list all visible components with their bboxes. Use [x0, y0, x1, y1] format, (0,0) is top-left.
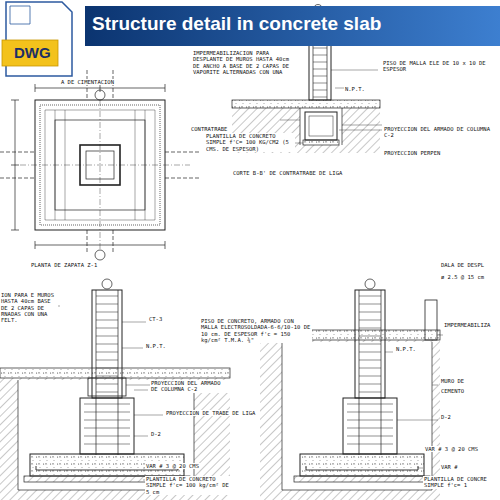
note-text: VAR # 3 @ 20 CMS [424, 446, 479, 452]
stirrup [359, 392, 381, 393]
stirrup [359, 376, 381, 377]
note-text: PROYECCION DE TRABE DE LIGA [165, 410, 256, 416]
note-text: PLANTILLA DE CONCRE SIMPLE f'c= 1 [423, 476, 497, 489]
note-text: A DE CIMENTACION [60, 79, 115, 85]
note-text: N.P.T. [145, 343, 167, 349]
stirrup [84, 412, 130, 413]
stirrup [359, 336, 381, 337]
stirrup [347, 420, 393, 421]
note-text: CORTE B-B' DE CONTRATRABE DE LIGA [232, 170, 343, 176]
note-text: IMPERMEABILIZA [443, 322, 491, 328]
stirrup [313, 97, 327, 98]
note-text: MURO DE [440, 378, 465, 384]
note-text: PLANTILLA DE CONCRETO SIMPLE f'c= 100 kg… [145, 476, 231, 495]
note-text: DALA DE DESPL [440, 262, 485, 268]
stirrup [84, 444, 130, 445]
stirrup [96, 328, 118, 329]
note-text: N.P.T. [344, 86, 366, 92]
stirrup [96, 296, 118, 297]
stirrup [84, 436, 130, 437]
note-text: D-2 [150, 431, 162, 437]
stirrup [96, 368, 118, 369]
stirrup [313, 90, 327, 91]
stirrup [359, 368, 381, 369]
stirrup [313, 48, 327, 49]
stirrup [347, 444, 393, 445]
stirrup [313, 62, 327, 63]
stirrup [359, 344, 381, 345]
note-text: ION PARA E MUROS HASTA 40cm BASE DE 2 CA… [0, 292, 58, 324]
note-text: ø 2.5 @ 15 cm [440, 274, 485, 280]
note-text: D-2 [440, 414, 452, 420]
note-text: CT-3 [148, 316, 163, 322]
stirrup [347, 428, 393, 429]
stirrup [313, 83, 327, 84]
stirrup [359, 312, 381, 313]
stirrup [359, 328, 381, 329]
note-text: PISO DE MALLA ELE DE 10 x 10 DE ESPESOR [382, 60, 494, 73]
stirrup [347, 436, 393, 437]
stirrup [359, 360, 381, 361]
note-text: CEMENTO [440, 388, 465, 394]
note-text: VAR # 3 @ 20 CMS [145, 463, 200, 469]
stirrup [84, 404, 130, 405]
note-text: PROYECCION DEL ARMADO DE COLUMNA C-2 [150, 380, 230, 393]
stirrup [313, 76, 327, 77]
stirrup [313, 55, 327, 56]
stirrup [96, 312, 118, 313]
stirrup [96, 336, 118, 337]
stirrup [359, 320, 381, 321]
stirrup [313, 69, 327, 70]
note-text: N.P.T. [395, 346, 417, 352]
note-text: VAR # [440, 464, 459, 470]
note-text: PLANTILLA DE CONCRETO SIMPLE f'C= 100 KG… [205, 133, 295, 152]
stirrup [96, 320, 118, 321]
stirrup [96, 344, 118, 345]
stirrup [84, 420, 130, 421]
file-type-badge: DWG [13, 44, 52, 61]
stirrup [96, 384, 118, 385]
note-text: IMPERMEABILIZACION PARA DESPLANTE DE MUR… [192, 50, 299, 75]
stirrup [96, 352, 118, 353]
stirrup [96, 360, 118, 361]
stirrup [96, 392, 118, 393]
stirrup [96, 304, 118, 305]
stirrup [347, 412, 393, 413]
note-text: PROYECCION PERPEN [383, 150, 441, 156]
note-text: CONTRATRABE [190, 126, 228, 132]
note-text: PROYECCION DEL ARMADO DE COLUMNA C-2 [383, 126, 497, 139]
stirrup [84, 428, 130, 429]
stirrup [96, 376, 118, 377]
stirrup [359, 352, 381, 353]
stirrup [359, 304, 381, 305]
note-text: PISO DE CONCRETO, ARMADO CON MALLA ELECT… [200, 318, 312, 343]
note-text: PLANTA DE ZAPATA Z-1 [30, 262, 98, 268]
banner-title: Structure detail in concrete slab [92, 13, 381, 35]
stirrup [359, 384, 381, 385]
stirrup [347, 404, 393, 405]
stirrup [359, 296, 381, 297]
